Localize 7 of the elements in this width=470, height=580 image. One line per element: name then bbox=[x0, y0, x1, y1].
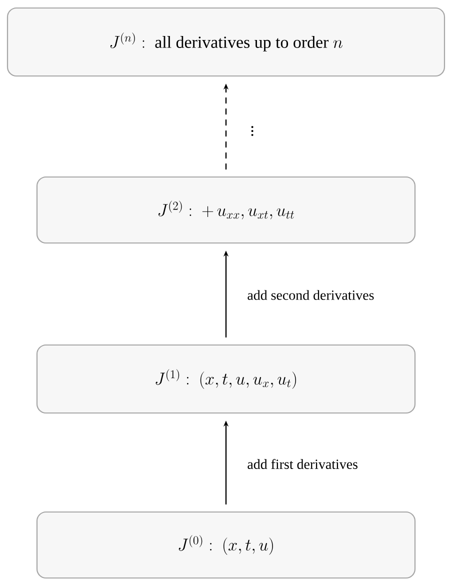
math-box: $J^{(0)}:\ (x,t,u)$ bbox=[36, 511, 416, 579]
edge-label: add first derivatives bbox=[246, 458, 359, 470]
math-box: $J^{(n)}:\ \mbox{all derivatives up to order }n$ bbox=[6, 7, 446, 77]
edge-label: add second derivatives bbox=[246, 289, 376, 301]
ellipsis-label: $\vdots$ bbox=[249, 119, 256, 137]
math-box: $J^{(1)}:\ (x,t,u,u_x,u_t)$ bbox=[36, 344, 416, 414]
math-box: $J^{(2)}:\ +\,u_{xx},u_{xt},u_{tt}$ bbox=[36, 176, 416, 244]
